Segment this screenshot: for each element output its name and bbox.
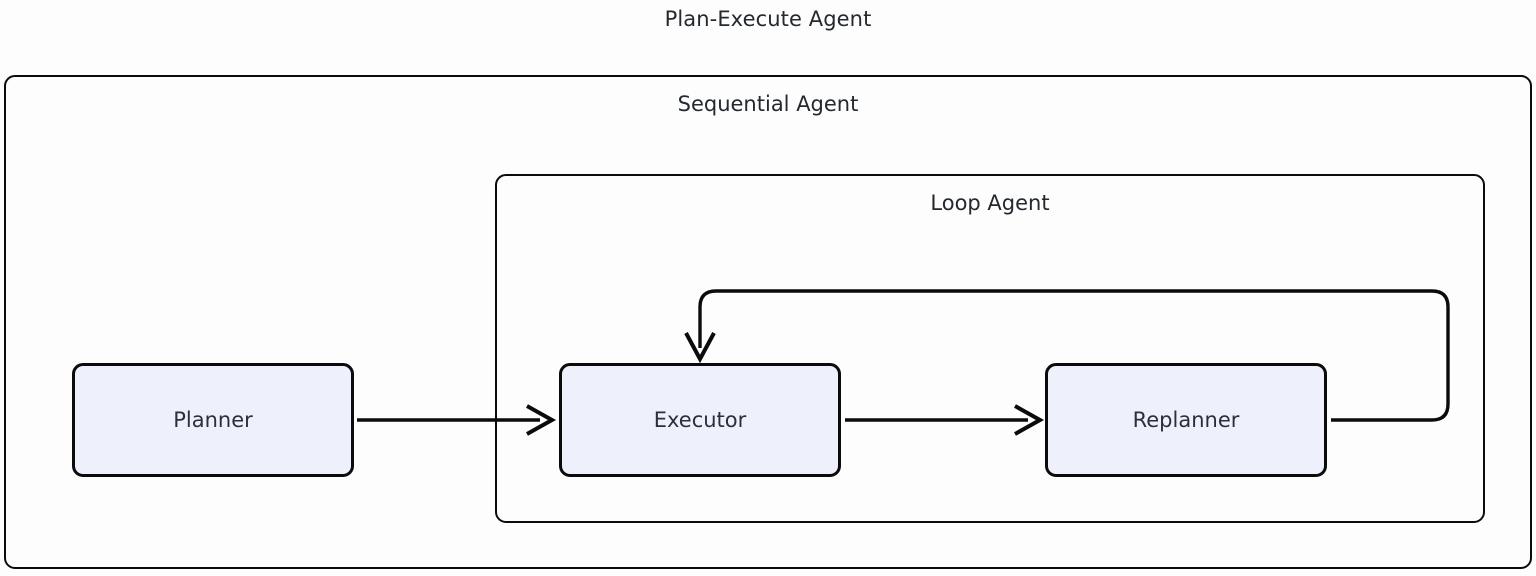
node-planner-label: Planner bbox=[173, 408, 253, 432]
node-executor-label: Executor bbox=[653, 408, 747, 432]
sequential-agent-label: Sequential Agent bbox=[677, 92, 859, 116]
sequential-agent-container bbox=[4, 75, 1532, 569]
loop-agent-label: Loop Agent bbox=[930, 191, 1050, 215]
node-replanner-label: Replanner bbox=[1132, 408, 1240, 432]
node-replanner[interactable]: Replanner bbox=[1045, 363, 1327, 477]
loop-agent-container bbox=[495, 174, 1485, 523]
node-planner[interactable]: Planner bbox=[72, 363, 354, 477]
node-executor[interactable]: Executor bbox=[559, 363, 841, 477]
diagram-title: Plan-Execute Agent bbox=[664, 7, 872, 31]
